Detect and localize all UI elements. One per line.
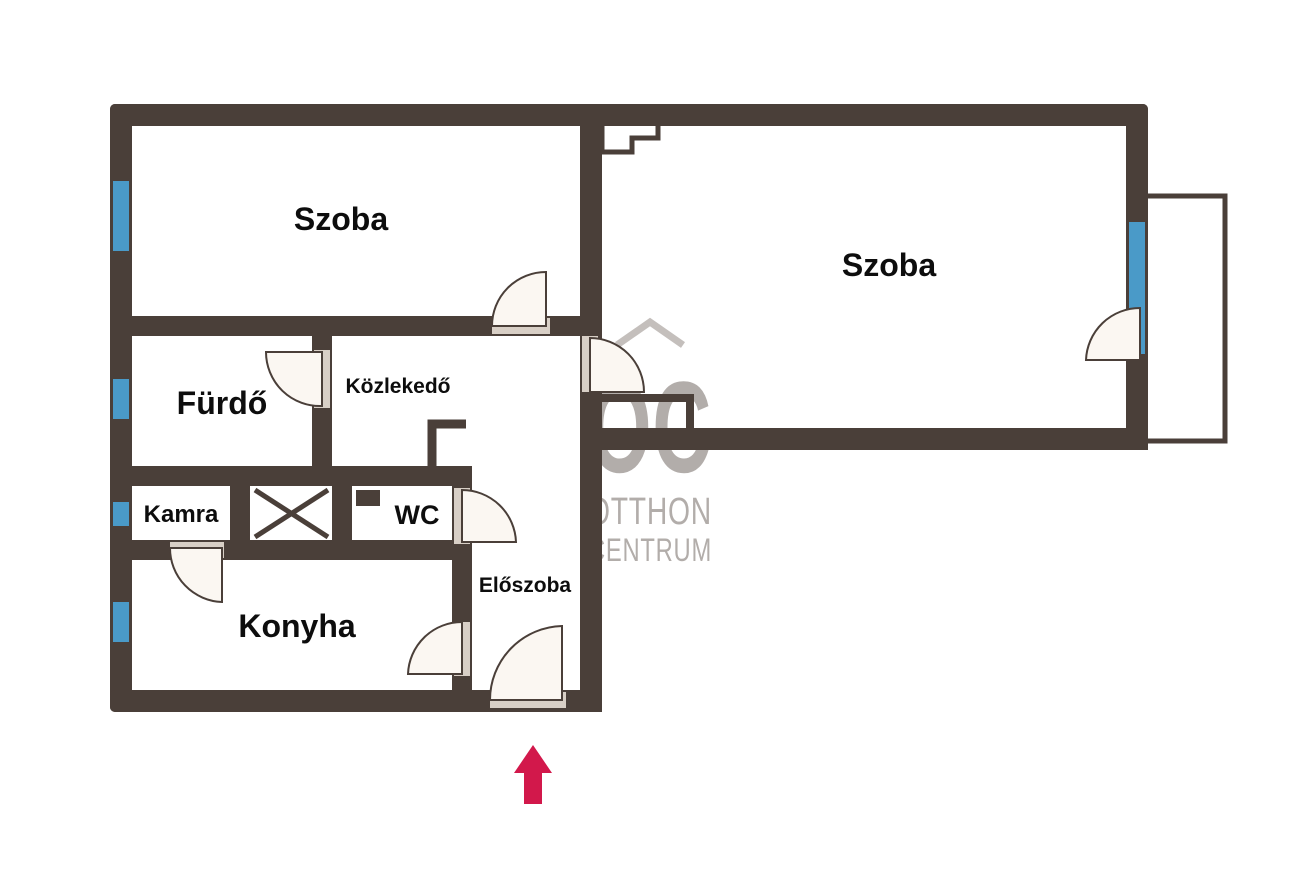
room-labels: Szoba Szoba Fürdő Közlekedő Kamra WC Kon… <box>144 201 937 644</box>
wall-below-szoba <box>110 316 600 336</box>
room-label-furdo: Fürdő <box>177 385 268 421</box>
window-furdo <box>113 379 129 419</box>
door-szoba-left <box>490 270 550 334</box>
door-konyha <box>406 620 470 676</box>
doors <box>168 270 1141 708</box>
wall-kamra-storage <box>230 486 250 540</box>
room-label-eloszoba: Előszoba <box>479 574 572 597</box>
watermark-roof-icon <box>614 317 686 348</box>
duct-kozlekedo <box>427 419 466 468</box>
door-wc <box>454 488 518 544</box>
entrance-arrow-icon <box>514 745 552 804</box>
chimney-top <box>599 126 661 155</box>
room-label-kamra: Kamra <box>144 501 219 528</box>
window-kamra <box>113 502 129 526</box>
duct-wc <box>356 490 380 506</box>
room-label-kozlekedo: Közlekedő <box>345 375 450 398</box>
door-kamra <box>168 542 224 604</box>
door-furdo <box>264 350 330 408</box>
watermark-otthon: OTTHON <box>588 491 712 533</box>
cross-hatch-storage-icon <box>253 487 330 540</box>
balcony <box>1148 193 1228 444</box>
watermark-centrum: CENTRUM <box>588 532 712 568</box>
bottom-wall <box>110 690 601 712</box>
chimney-bottom <box>602 394 694 430</box>
right-room-bottom-wall <box>580 428 1148 450</box>
door-entrance <box>488 624 566 708</box>
wall-storage-wc <box>332 486 352 540</box>
window-szoba-left <box>113 181 129 251</box>
wall-above-kamra <box>110 466 472 486</box>
room-label-szoba-right: Szoba <box>842 247 936 283</box>
room-label-wc: WC <box>395 500 440 530</box>
top-wall <box>110 104 1148 126</box>
window-konyha <box>113 602 129 642</box>
room-label-szoba-left: Szoba <box>294 201 388 237</box>
room-label-konyha: Konyha <box>238 608 356 644</box>
middle-vertical-wall <box>580 104 602 712</box>
wall-above-konyha <box>110 540 472 560</box>
door-balcony <box>1084 306 1141 361</box>
door-szoba-right-from-hall <box>582 336 646 393</box>
